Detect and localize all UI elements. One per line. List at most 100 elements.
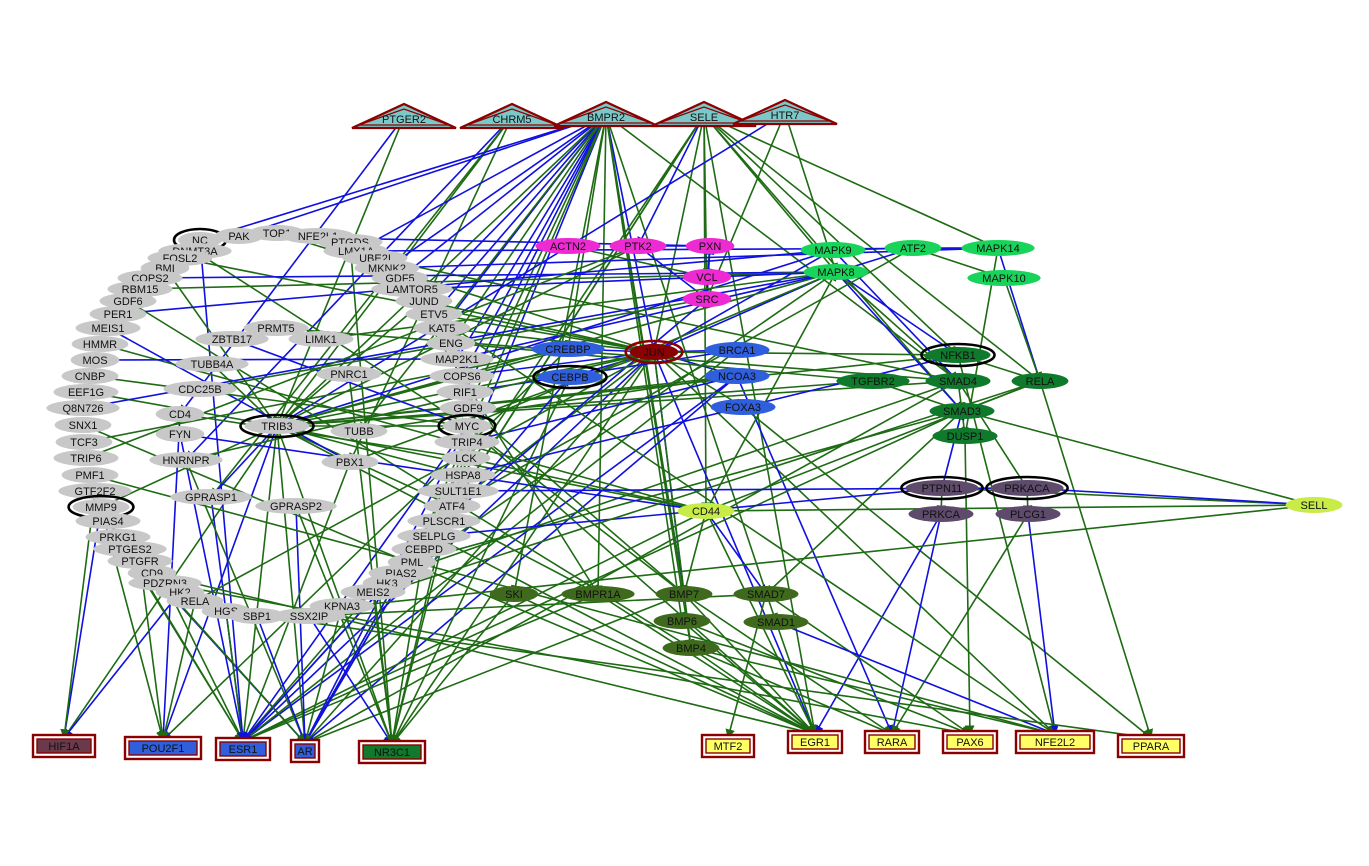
- node-smad4[interactable]: SMAD4: [925, 373, 991, 389]
- node-ptgfr[interactable]: PTGFR: [107, 553, 173, 569]
- target-pou2f1[interactable]: POU2F1: [123, 735, 203, 761]
- node-prkg1[interactable]: PRKG1: [85, 529, 151, 545]
- node-brca1[interactable]: BRCA1: [704, 342, 770, 358]
- node-ski[interactable]: SKI: [489, 586, 539, 602]
- node-sell[interactable]: SELL: [1285, 497, 1343, 513]
- node-hspa8[interactable]: HSPA8: [430, 467, 496, 483]
- node-cd4[interactable]: CD4: [155, 406, 205, 422]
- node-cdc25b[interactable]: CDC25B: [163, 381, 237, 397]
- target-mtf2[interactable]: MTF2: [700, 733, 756, 759]
- target-nr3c1[interactable]: NR3C1: [357, 739, 427, 765]
- node-mapk9[interactable]: MAPK9: [800, 242, 866, 258]
- node-pxn[interactable]: PXN: [685, 238, 735, 254]
- node-tubb[interactable]: TUBB: [330, 423, 388, 439]
- node-crebbp[interactable]: CREBBP: [531, 341, 605, 357]
- node-meis2[interactable]: MEIS2: [340, 584, 406, 600]
- node-gdf6[interactable]: GDF6: [99, 293, 157, 309]
- node-gprasp1[interactable]: GPRASP1: [170, 489, 252, 505]
- node-actn2[interactable]: ACTN2: [535, 238, 601, 254]
- node-vcl[interactable]: VCL: [682, 269, 732, 285]
- node-trip6[interactable]: TRIP6: [53, 450, 119, 466]
- node-pbx1[interactable]: PBX1: [321, 454, 379, 470]
- node-meis1[interactable]: MEIS1: [75, 320, 141, 336]
- node-pias4[interactable]: PIAS4: [75, 513, 141, 529]
- node-selplg[interactable]: SELPLG: [397, 528, 471, 544]
- node-ptpn11[interactable]: PTPN11: [900, 475, 984, 501]
- node-gprasp2[interactable]: GPRASP2: [255, 498, 337, 514]
- node-eef1g[interactable]: EEF1G: [53, 384, 119, 400]
- node-ptges2[interactable]: PTGES2: [93, 541, 167, 557]
- target-pax6[interactable]: PAX6: [941, 729, 999, 755]
- node-lck[interactable]: LCK: [441, 450, 491, 466]
- node-tgfbr2[interactable]: TGFBR2: [836, 373, 910, 389]
- source-sele[interactable]: SELE: [651, 100, 757, 128]
- node-per1[interactable]: PER1: [89, 306, 147, 322]
- node-mos[interactable]: MOS: [70, 352, 120, 368]
- node-rif1[interactable]: RIF1: [436, 384, 494, 400]
- node-smad1[interactable]: SMAD1: [743, 614, 809, 630]
- node-plscr1[interactable]: PLSCR1: [407, 513, 481, 529]
- node-tubb4a[interactable]: TUBB4A: [175, 356, 249, 372]
- node-rela_g[interactable]: RELA: [166, 593, 224, 609]
- target-rara[interactable]: RARA: [863, 729, 921, 755]
- node-cebpd[interactable]: CEBPD: [391, 541, 457, 557]
- node-jund[interactable]: JUND: [395, 293, 453, 309]
- node-kat5[interactable]: KAT5: [413, 320, 471, 336]
- node-cnbp[interactable]: CNBP: [61, 368, 119, 384]
- node-jun[interactable]: JUN: [624, 339, 684, 365]
- node-ncoa3[interactable]: NCOA3: [704, 368, 770, 384]
- node-gdf9[interactable]: GDF9: [439, 400, 497, 416]
- node-cops6[interactable]: COPS6: [429, 368, 495, 384]
- node-snx1[interactable]: SNX1: [54, 417, 112, 433]
- target-hif1a[interactable]: HIF1A: [31, 733, 97, 759]
- node-smad3[interactable]: SMAD3: [929, 403, 995, 419]
- node-prkaca[interactable]: PRKACA: [985, 475, 1069, 501]
- node-prmt5[interactable]: PRMT5: [243, 320, 309, 336]
- node-cd44[interactable]: CD44: [677, 503, 735, 519]
- node-plcg1[interactable]: PLCG1: [995, 506, 1061, 522]
- node-q8n726[interactable]: Q8N726: [46, 400, 120, 416]
- node-bmp4[interactable]: BMP4: [662, 640, 720, 656]
- node-foxa3[interactable]: FOXA3: [710, 399, 776, 415]
- node-mapk10[interactable]: MAPK10: [967, 270, 1041, 286]
- node-smad7[interactable]: SMAD7: [733, 586, 799, 602]
- target-ar[interactable]: AR: [289, 738, 321, 764]
- source-chrm5[interactable]: CHRM5: [459, 102, 565, 130]
- node-lamtor5[interactable]: LAMTOR5: [371, 281, 453, 297]
- node-prkca[interactable]: PRKCA: [908, 506, 974, 522]
- node-rela[interactable]: RELA: [1011, 373, 1069, 389]
- node-cebpb[interactable]: CEBPB: [532, 364, 608, 390]
- node-etv5[interactable]: ETV5: [405, 306, 463, 322]
- node-bmp7[interactable]: BMP7: [655, 586, 713, 602]
- node-ptk2[interactable]: PTK2: [609, 238, 667, 254]
- node-fyn[interactable]: FYN: [155, 426, 205, 442]
- node-dusp1[interactable]: DUSP1: [932, 428, 998, 444]
- node-bmpr1a[interactable]: BMPR1A: [561, 586, 635, 602]
- node-hmmr[interactable]: HMMR: [71, 336, 129, 352]
- node-eng[interactable]: ENG: [426, 335, 476, 351]
- target-esr1[interactable]: ESR1: [214, 736, 272, 762]
- source-bmpr2[interactable]: BMPR2: [553, 100, 659, 128]
- node-atf2[interactable]: ATF2: [884, 240, 942, 256]
- node-atf4[interactable]: ATF4: [423, 498, 481, 514]
- node-map2k1[interactable]: MAP2K1: [420, 351, 494, 367]
- node-pnrc1[interactable]: PNRC1: [316, 366, 382, 382]
- node-mapk8[interactable]: MAPK8: [803, 264, 869, 280]
- target-egr1[interactable]: EGR1: [786, 729, 844, 755]
- node-trib3[interactable]: TRIB3: [239, 413, 315, 439]
- target-nfe2l2[interactable]: NFE2L2: [1014, 729, 1096, 755]
- node-tcf3[interactable]: TCF3: [55, 434, 113, 450]
- node-trip4[interactable]: TRIP4: [434, 434, 500, 450]
- node-bmp6[interactable]: BMP6: [653, 613, 711, 629]
- node-sult1e1[interactable]: SULT1E1: [417, 483, 499, 499]
- node-nfkb1[interactable]: NFKB1: [920, 342, 996, 368]
- node-rbm15[interactable]: RBM15: [107, 281, 173, 297]
- node-pmf1[interactable]: PMF1: [61, 467, 119, 483]
- node-ssx2ip[interactable]: SSX2IP: [272, 608, 346, 624]
- target-ppara[interactable]: PPARA: [1116, 733, 1186, 759]
- node-mmp9[interactable]: MMP9: [67, 494, 135, 520]
- node-hnrnpr[interactable]: HNRNPR: [149, 452, 223, 468]
- source-ptger2[interactable]: PTGER2: [351, 102, 457, 130]
- node-src[interactable]: SRC: [682, 291, 732, 307]
- node-sbp1[interactable]: SBP1: [228, 608, 286, 624]
